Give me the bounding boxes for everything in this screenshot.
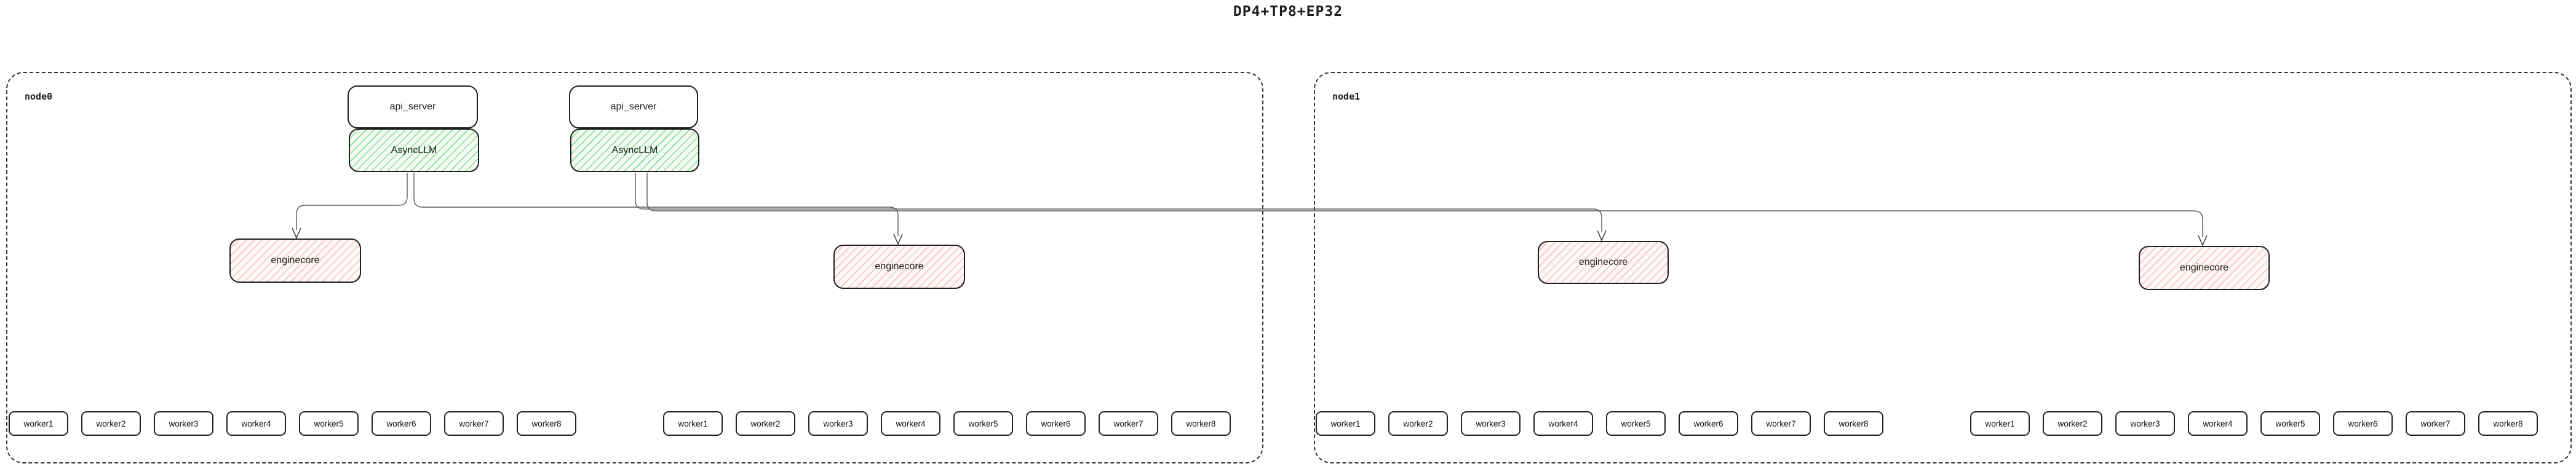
worker-box: worker3 [2115,411,2175,436]
worker-box: worker1 [663,411,723,436]
worker-box: worker5 [1606,411,1666,436]
worker-group-node1-2: worker1 worker2 worker3 worker4 worker5 … [1970,411,2538,436]
worker-group-node0-2: worker1 worker2 worker3 worker4 worker5 … [663,411,1231,436]
asyncllm-box-2: AsyncLLM [570,128,699,172]
worker-box: worker6 [372,411,431,436]
worker-box: worker2 [1388,411,1448,436]
worker-box: worker5 [299,411,359,436]
worker-box: worker7 [1751,411,1811,436]
enginecore-box-3: enginecore [1538,241,1669,284]
worker-box: worker1 [1316,411,1375,436]
worker-box: worker2 [81,411,141,436]
asyncllm-box-1: AsyncLLM [349,128,479,172]
worker-box: worker2 [2043,411,2102,436]
worker-box: worker7 [444,411,504,436]
worker-box: worker8 [1171,411,1231,436]
node0-container [6,72,1263,463]
worker-box: worker8 [517,411,576,436]
worker-box: worker7 [1099,411,1158,436]
worker-box: worker8 [2478,411,2538,436]
enginecore-box-2: enginecore [833,245,965,289]
worker-box: worker4 [226,411,286,436]
worker-group-node0-1: worker1 worker2 worker3 worker4 worker5 … [9,411,576,436]
worker-box: worker6 [2333,411,2393,436]
worker-box: worker1 [9,411,68,436]
worker-box: worker4 [2188,411,2248,436]
worker-box: worker3 [808,411,868,436]
enginecore-box-1: enginecore [229,238,361,283]
worker-box: worker6 [1026,411,1086,436]
worker-box: worker2 [736,411,795,436]
worker-box: worker8 [1824,411,1883,436]
worker-box: worker3 [1461,411,1521,436]
worker-box: worker6 [1679,411,1738,436]
worker-box: worker3 [154,411,213,436]
worker-box: worker4 [1533,411,1593,436]
diagram-title: DP4+TP8+EP32 [1233,4,1343,20]
worker-box: worker5 [953,411,1013,436]
worker-box: worker5 [2260,411,2320,436]
api-server-box-2: api_server [569,85,698,128]
node1-label: node1 [1332,91,1361,102]
worker-box: worker7 [2406,411,2465,436]
worker-group-node1-1: worker1 worker2 worker3 worker4 worker5 … [1316,411,1883,436]
api-server-box-1: api_server [348,85,478,128]
node0-label: node0 [25,91,53,102]
enginecore-box-4: enginecore [2139,246,2270,290]
node1-container [1314,72,2572,463]
worker-box: worker4 [881,411,940,436]
worker-box: worker1 [1970,411,2030,436]
